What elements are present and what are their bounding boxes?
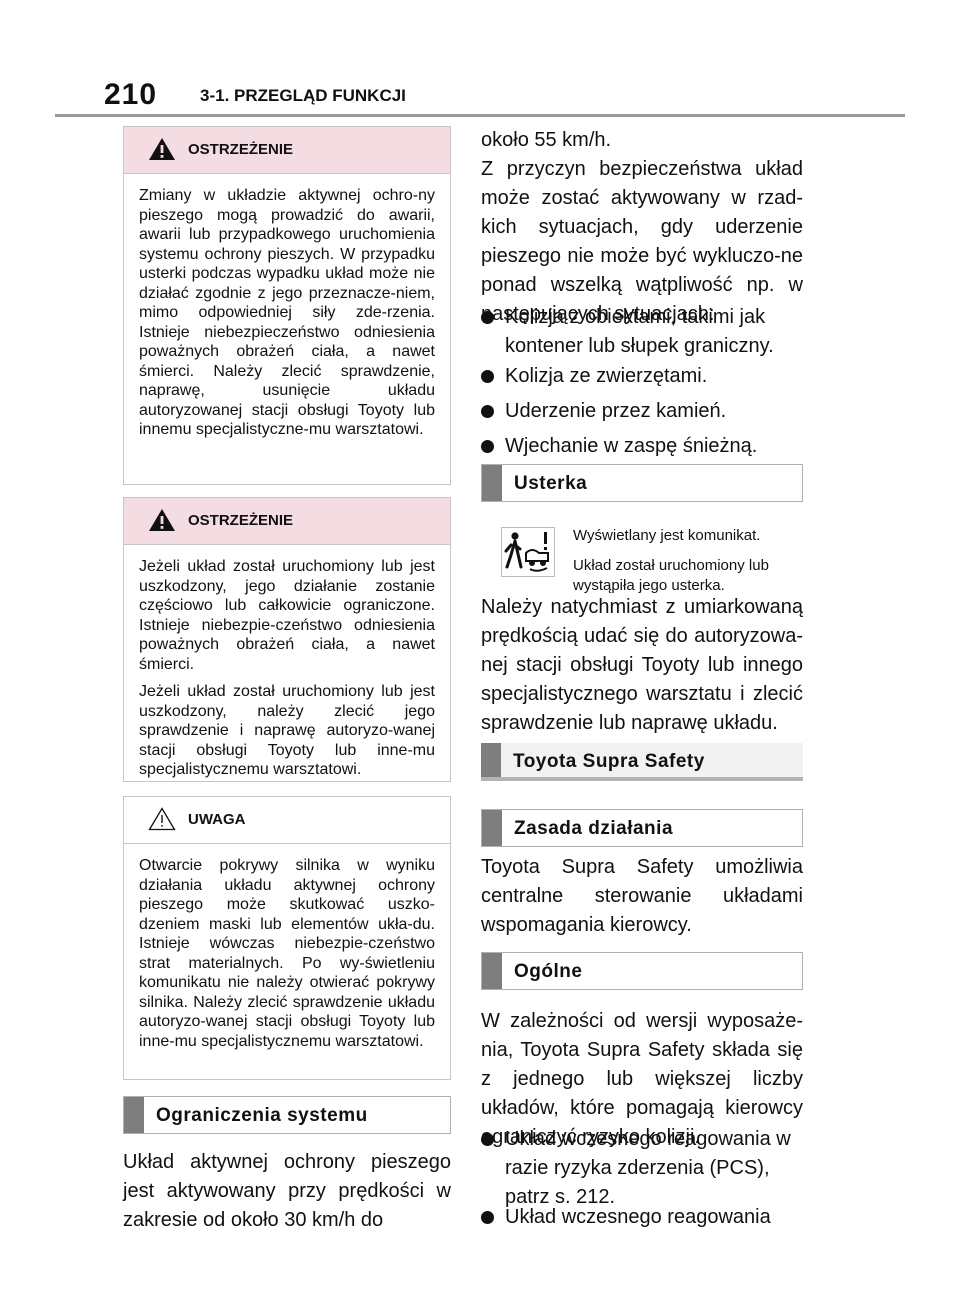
section-heading-usterka: Usterka [481,464,803,502]
ogolne-text: W zależności od wersji wyposaże-nia, Toy… [481,1010,803,1148]
bullet-dot [481,311,494,324]
notice-box: UWAGA Otwarcie pokrywy silnika w wyniku … [123,796,451,1080]
zasada-text: Toyota Supra Safety umożliwia centralne … [481,856,803,936]
warning-box-2: OSTRZEŻENIE Jeżeli układ został uruchomi… [123,497,451,782]
page-number: 210 [104,78,158,111]
heading-bar [482,810,502,846]
bullet-item: Układ wczesnego reagowania [481,1203,803,1232]
bullet-dot [481,1133,494,1146]
warning-text-1: Jeżeli układ został uruchomiony lub jest… [139,558,435,673]
notice-box-header: UWAGA [124,797,450,844]
bullet-dot [481,405,494,418]
heading-label: Ogólne [514,961,583,982]
caution-outline-triangle-icon [148,807,176,831]
section-heading-zasada: Zasada działania [481,809,803,847]
continued-text: około 55 km/h. [481,129,612,151]
warning-title: OSTRZEŻENIE [188,141,294,158]
ograniczenia-text: Układ aktywnej ochrony pieszego jest akt… [123,1151,451,1231]
warning-box-1: OSTRZEŻENIE Zmiany w układzie aktywnej o… [123,126,451,485]
heading-bar [482,953,502,989]
display-message: Wyświetlany jest komunikat. [573,527,761,544]
page-header: 210 3-1. PRZEGLĄD FUNKCJI [0,0,960,120]
header-rule [55,114,905,117]
bullet-dot [481,370,494,383]
warning-box-header: OSTRZEŻENIE [124,127,450,174]
bullet-dot [481,1211,494,1224]
chapter-title: 3-1. PRZEGLĄD FUNKCJI [200,86,406,105]
notice-box-body: Otwarcie pokrywy silnika w wyniku działa… [124,844,450,1051]
pedestrian-protection-icon [501,527,555,577]
bullet-item: Uderzenie przez kamień. [481,397,803,426]
warning-text-2: Jeżeli układ został uruchomiony lub jest… [139,683,435,778]
heading-bar [124,1097,144,1133]
notice-title: UWAGA [188,811,246,828]
warning-triangle-icon [149,138,175,160]
warning-text: Zmiany w układzie aktywnej ochro-ny pies… [139,187,435,438]
bullet-item: Układ wczesnego reagowania w razie ryzyk… [481,1125,803,1212]
bullet-item: Kolizja ze zwierzętami. [481,362,803,391]
heading-bar [481,743,501,777]
bullet-dot [481,440,494,453]
section-heading-ogolne: Ogólne [481,952,803,990]
usterka-text: Należy natychmiast z umiarkowaną prędkoś… [481,596,803,734]
warning-triangle-icon [149,509,175,531]
heading-label: Usterka [514,473,588,494]
heading-label: Zasada działania [514,818,674,839]
warning-box-body: Jeżeli układ został uruchomiony lub jest… [124,545,450,780]
bullet-item: Wjechanie w zaspę śnieżną. [481,432,803,461]
warning-title: OSTRZEŻENIE [188,512,294,529]
bullet-item: Kolizja z obiektami, takimi jak kontener… [481,303,803,361]
heading-bar [482,465,502,501]
notice-text: Otwarcie pokrywy silnika w wyniku działa… [139,857,435,1050]
heading-label: Ograniczenia systemu [156,1105,368,1126]
warning-box-header: OSTRZEŻENIE [124,498,450,545]
section-heading-ograniczenia: Ograniczenia systemu [123,1096,451,1134]
warning-box-body: Zmiany w układzie aktywnej ochro-ny pies… [124,174,450,440]
safety-reasons-text: Z przyczyn bezpieczeństwa układ może zos… [481,158,803,325]
display-message-detail: Układ został uruchomiony lub wystąpiła j… [573,557,769,594]
heading-label: Toyota Supra Safety [513,751,705,772]
section-heading-toyota-supra-safety: Toyota Supra Safety [481,743,803,781]
